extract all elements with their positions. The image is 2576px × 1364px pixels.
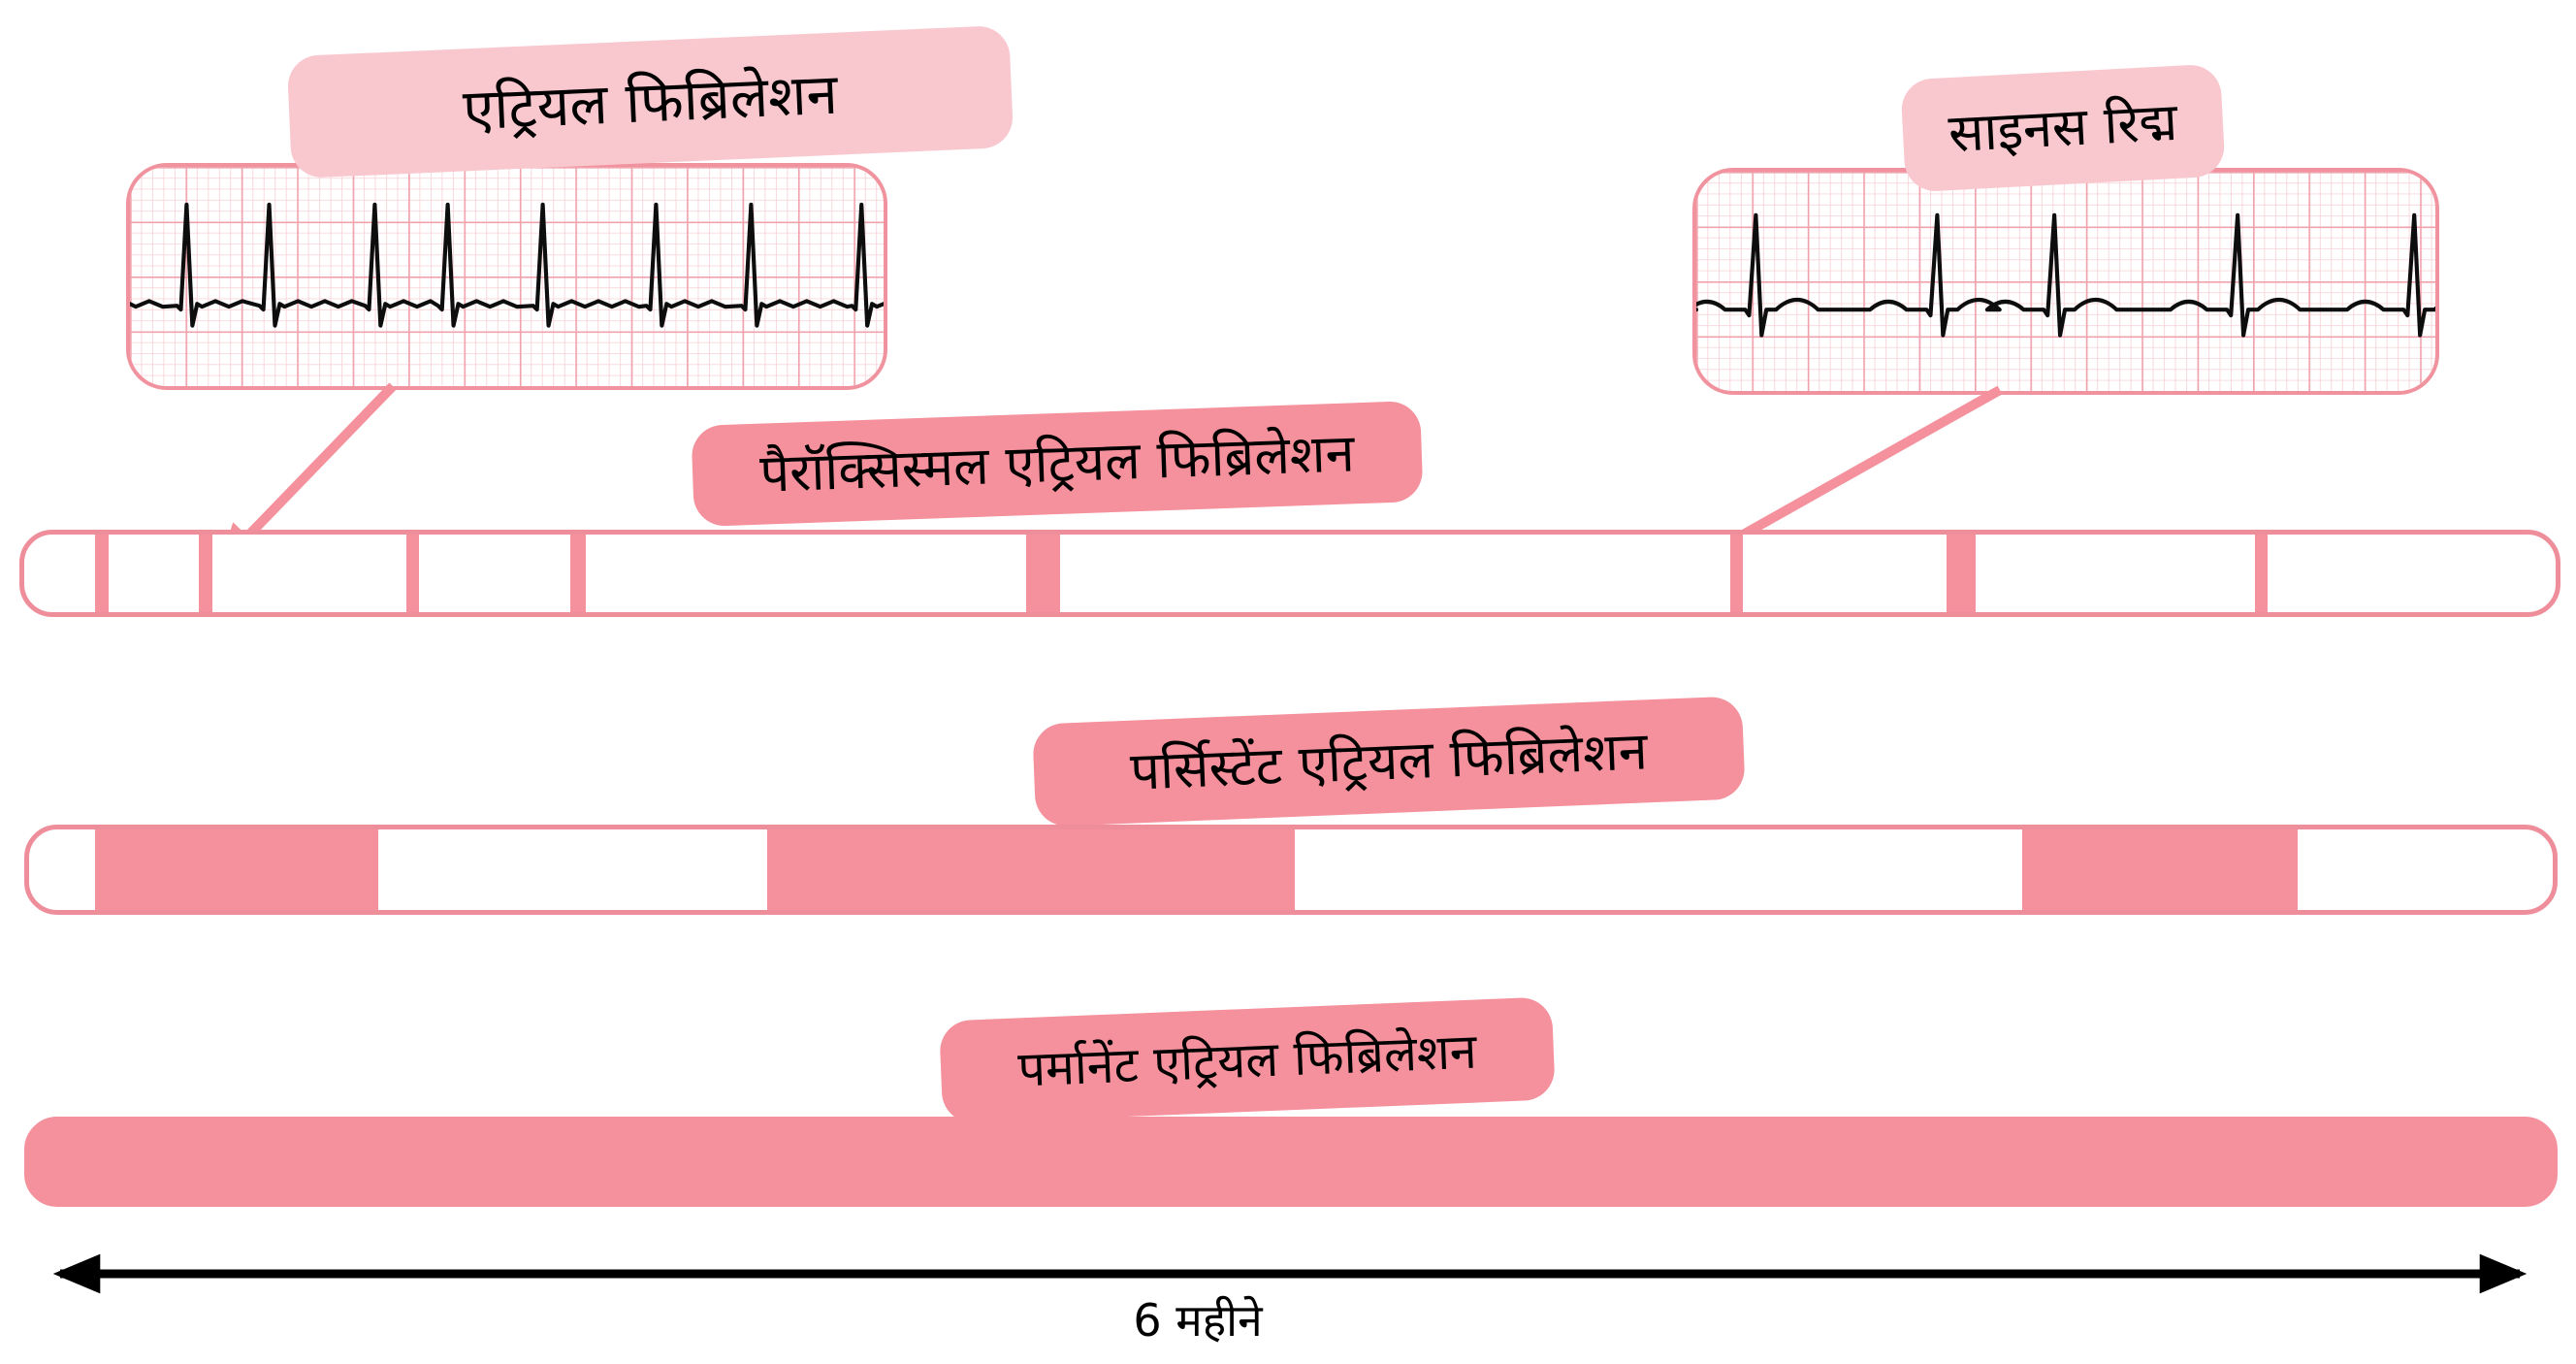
sinus-callout-label: साइनस रिद्म (1900, 63, 2226, 193)
paroxysmal-timeline-bar (19, 530, 2560, 617)
persistent-band-text: पर्सिस्टेंट एट्रियल फिब्रिलेशन (1129, 720, 1649, 802)
ecg-grid-paper (1696, 172, 2435, 391)
permanent-timeline-bar (24, 1117, 2558, 1207)
paroxysmal-af-episode-segment (1947, 535, 1977, 612)
permanent-band-text: पर्मानेंट एट्रियल फिब्रिलेशन (1016, 1023, 1478, 1098)
persistent-af-episode-segment (94, 829, 378, 910)
persistent-af-episode-segment (2022, 829, 2298, 910)
paroxysmal-af-episode-segment (199, 535, 213, 612)
duration-label: 6 महीने (1133, 1294, 1263, 1347)
paroxysmal-af-episode-segment (1730, 535, 1744, 612)
paroxysmal-af-episode-segment (1026, 535, 1060, 612)
persistent-timeline-bar (24, 825, 2558, 915)
permanent-band-label: पर्मानेंट एट्रियल फिब्रिलेशन (939, 996, 1556, 1124)
af-ecg-svg (130, 167, 884, 386)
persistent-band-label: पर्सिस्टेंट एट्रियल फिब्रिलेशन (1032, 696, 1746, 828)
paroxysmal-af-episode-segment (94, 535, 109, 612)
sinus-ecg-strip (1692, 168, 2439, 395)
paroxysmal-af-episode-segment (569, 535, 586, 612)
sinus-callout-text: साइनस रिद्म (1947, 90, 2179, 165)
af-callout-label: एट्रियल फिब्रिलेशन (286, 24, 1014, 179)
sinus-ecg-trace (1696, 212, 2435, 338)
persistent-af-episode-segment (767, 829, 1295, 910)
sinus-ecg-svg (1696, 172, 2435, 391)
paroxysmal-band-label: पैरॉक्सिस्मल एट्रियल फिब्रिलेशन (691, 400, 1424, 528)
af-callout-text: एट्रियल फिब्रिलेशन (461, 60, 840, 144)
paroxysmal-af-episode-segment (2255, 535, 2269, 612)
ecg-grid-paper (130, 167, 884, 386)
paroxysmal-band-text: पैरॉक्सिस्मल एट्रियल फिब्रिलेशन (758, 422, 1356, 504)
af-ecg-strip (126, 163, 887, 390)
paroxysmal-af-episode-segment (405, 535, 420, 612)
af-ecg-trace (130, 202, 884, 328)
